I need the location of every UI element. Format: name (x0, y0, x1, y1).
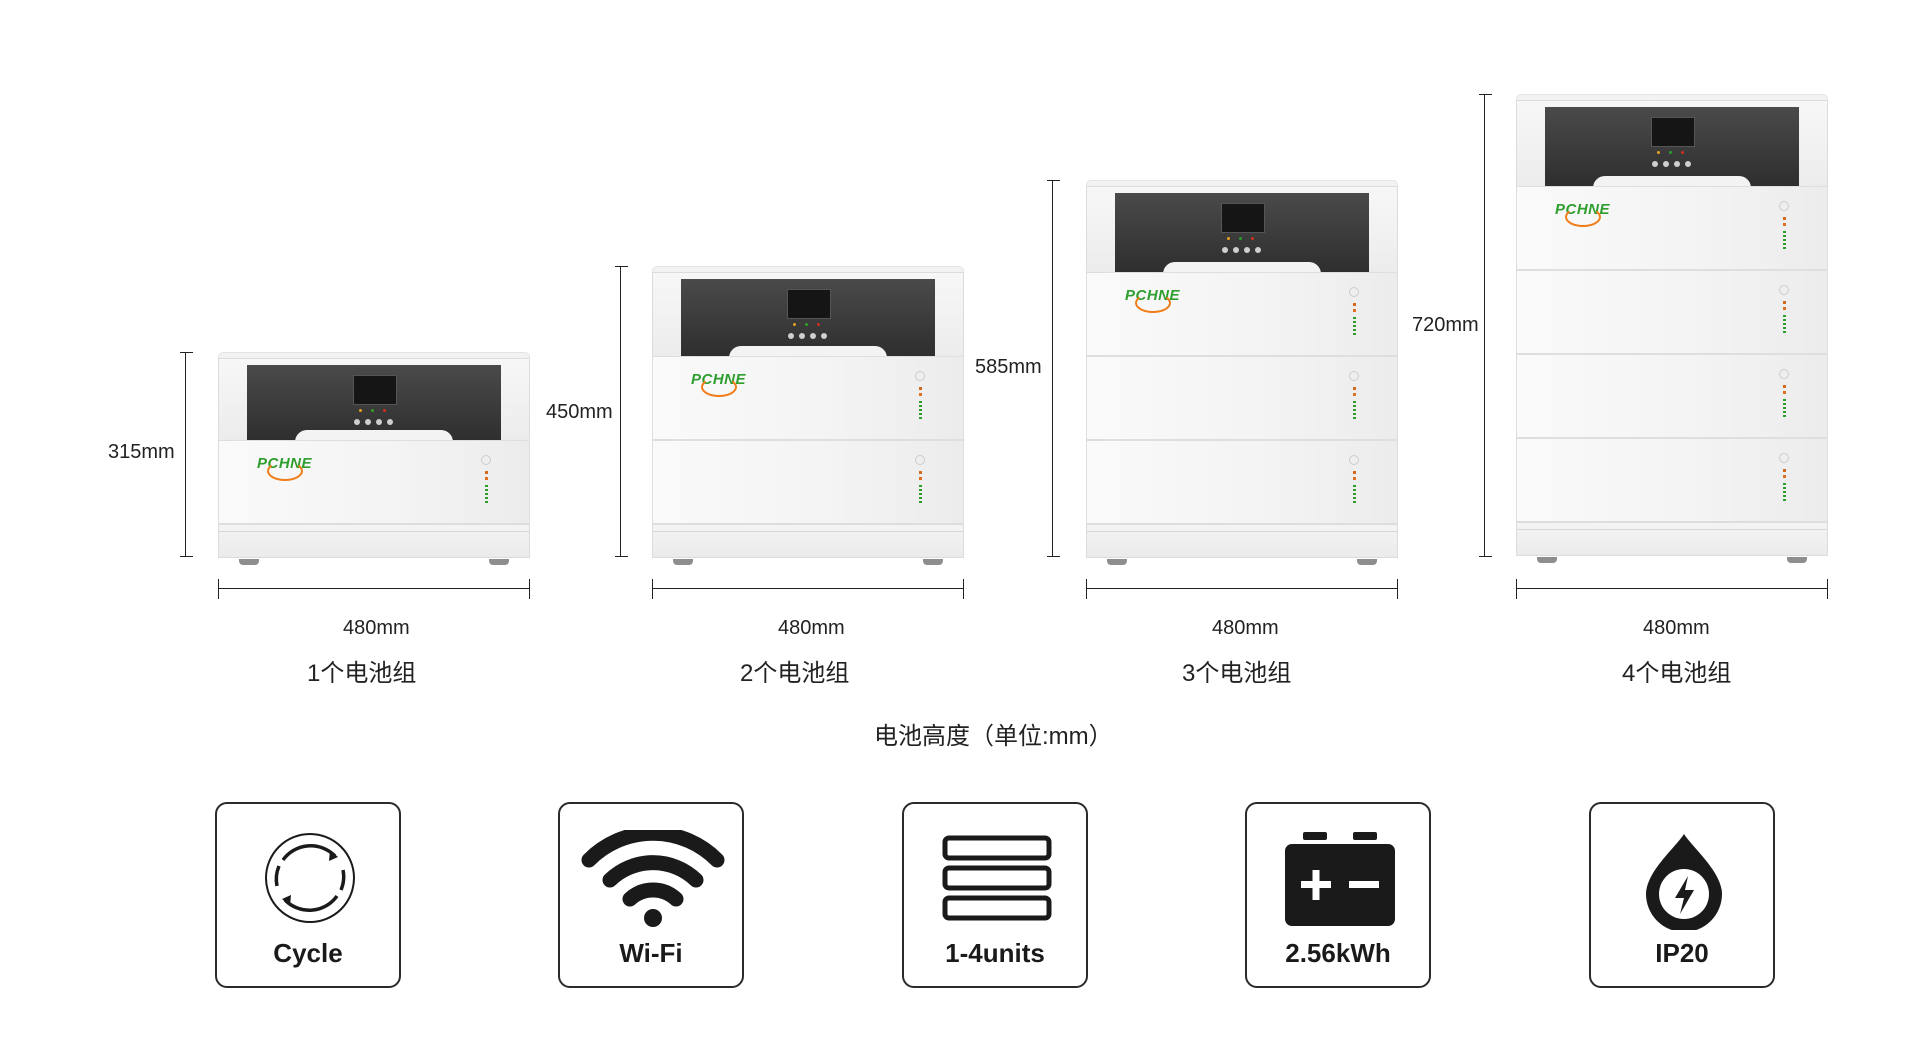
base-plinth (1516, 522, 1828, 563)
battery-stack-1: PCHNE (218, 352, 530, 565)
battery-module (1086, 440, 1398, 524)
stack-caption: 4个电池组 (1622, 660, 1732, 687)
inverter-panel (681, 279, 935, 358)
logo-swoosh-icon (701, 377, 737, 397)
height-dimension-line (180, 352, 193, 557)
battery-module (1086, 356, 1398, 440)
feature-label: Wi-Fi (619, 938, 683, 968)
battery-module: PCHNE (218, 440, 530, 524)
wifi-icon (581, 830, 725, 927)
feature-card-wifi: Wi-Fi (558, 802, 744, 988)
width-dimension-line (1516, 579, 1828, 599)
base-plinth (1086, 524, 1398, 565)
inverter-panel (1115, 193, 1369, 274)
height-label: 720mm (1412, 314, 1479, 336)
cycle-icon (265, 833, 355, 923)
inverter-panel (1545, 107, 1799, 188)
ip-drop-icon (1646, 834, 1722, 930)
feature-card-units: 1-4units (902, 802, 1088, 988)
display-screen (1221, 203, 1265, 233)
feature-label: IP20 (1655, 938, 1709, 968)
inverter-module (218, 358, 530, 442)
battery-module: PCHNE (1516, 186, 1828, 270)
diagram-title: 电池高度（单位:mm） (874, 723, 1113, 750)
width-label: 480mm (778, 617, 845, 639)
logo-swoosh-icon (1135, 293, 1171, 313)
display-screen (353, 375, 397, 405)
inverter-module (652, 272, 964, 358)
stack-icon (942, 835, 1052, 921)
width-label: 480mm (1212, 617, 1279, 639)
battery-stack-2: PCHNE (652, 266, 964, 565)
display-screen (1651, 117, 1695, 147)
logo-swoosh-icon (267, 461, 303, 481)
feature-label: 2.56kWh (1285, 938, 1391, 968)
height-dimension-line (615, 266, 628, 557)
width-dimension-line (652, 579, 964, 599)
battery-module (1516, 270, 1828, 354)
width-dimension-line (1086, 579, 1398, 599)
width-label: 480mm (343, 617, 410, 639)
battery-module: PCHNE (1086, 272, 1398, 356)
inverter-module (1086, 186, 1398, 274)
feature-label: 1-4units (945, 938, 1045, 968)
width-label: 480mm (1643, 617, 1710, 639)
height-label: 450mm (546, 401, 613, 423)
feature-label: Cycle (273, 938, 343, 968)
feature-card-capacity: 2.56kWh (1245, 802, 1431, 988)
stack-caption: 3个电池组 (1182, 660, 1292, 687)
base-plinth (218, 524, 530, 565)
battery-module (1516, 438, 1828, 522)
stack-caption: 2个电池组 (740, 660, 850, 687)
battery-stack-4: PCHNE (1516, 94, 1828, 563)
height-dimension-line (1047, 180, 1060, 557)
logo-swoosh-icon (1565, 207, 1601, 227)
feature-card-cycle: Cycle (215, 802, 401, 988)
inverter-module (1516, 100, 1828, 188)
height-label: 585mm (975, 356, 1042, 378)
height-label: 315mm (108, 441, 175, 463)
width-dimension-line (218, 579, 530, 599)
feature-card-ip: IP20 (1589, 802, 1775, 988)
battery-module (1516, 354, 1828, 438)
battery-module (652, 440, 964, 524)
base-plinth (652, 524, 964, 565)
inverter-panel (247, 365, 501, 442)
battery-module: PCHNE (652, 356, 964, 440)
height-dimension-line (1479, 94, 1492, 557)
display-screen (787, 289, 831, 319)
battery-icon (1285, 832, 1395, 926)
battery-stack-3: PCHNE (1086, 180, 1398, 565)
stack-caption: 1个电池组 (307, 660, 417, 687)
